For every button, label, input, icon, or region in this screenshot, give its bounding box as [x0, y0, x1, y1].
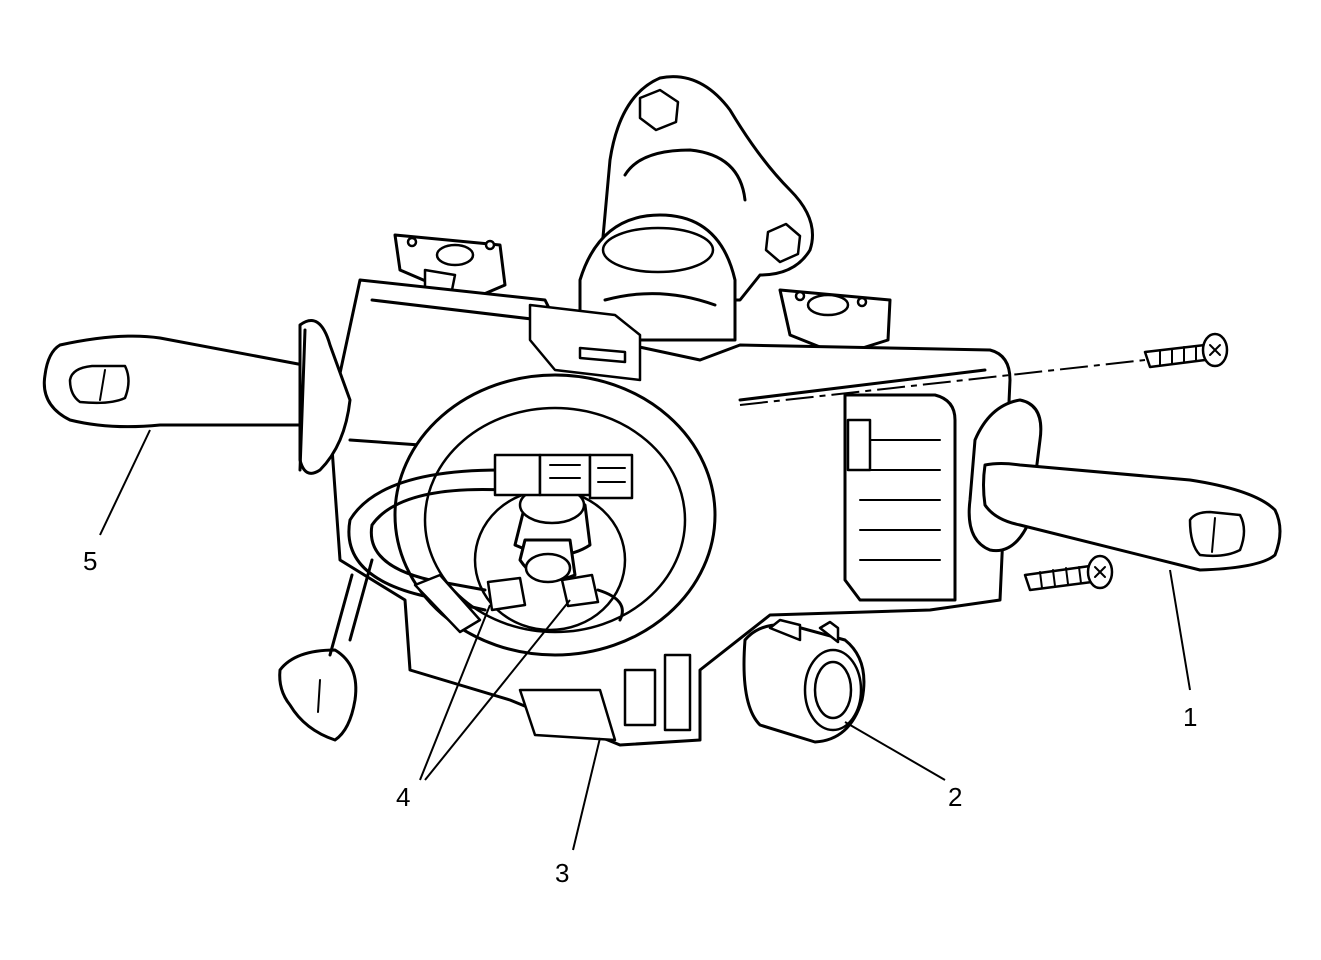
- harness-connectors: [493, 453, 634, 500]
- leader-5: [99, 429, 151, 536]
- leader-4a: [419, 604, 491, 781]
- right-switch-module: [843, 393, 957, 602]
- clip-right: [560, 573, 600, 608]
- leader-3: [572, 737, 601, 851]
- column-tube: [578, 213, 737, 342]
- screw-alignment-line: [739, 359, 1146, 406]
- callout-2: 2: [948, 782, 962, 812]
- leader-1: [1169, 569, 1191, 691]
- leader-2: [844, 721, 946, 781]
- bracket-bolt-top: [638, 88, 680, 132]
- wire-harness: [347, 468, 624, 634]
- screw-upper: [1143, 332, 1229, 369]
- leader-4b: [424, 599, 571, 781]
- right-multifunction-lever: [967, 398, 1282, 572]
- callout-5: 5: [83, 546, 97, 576]
- left-multifunction-lever: [42, 319, 352, 475]
- right-mounting-tab: [778, 288, 892, 357]
- callout-4: 4: [396, 782, 410, 812]
- callout-1: 1: [1183, 702, 1197, 732]
- ignition-cylinder: [742, 618, 866, 744]
- callout-3: 3: [555, 858, 569, 888]
- lower-left-lever-tip: [278, 558, 374, 742]
- screw-lower: [1023, 554, 1114, 592]
- bracket-bolt-right: [764, 222, 802, 264]
- clip-left: [486, 576, 527, 612]
